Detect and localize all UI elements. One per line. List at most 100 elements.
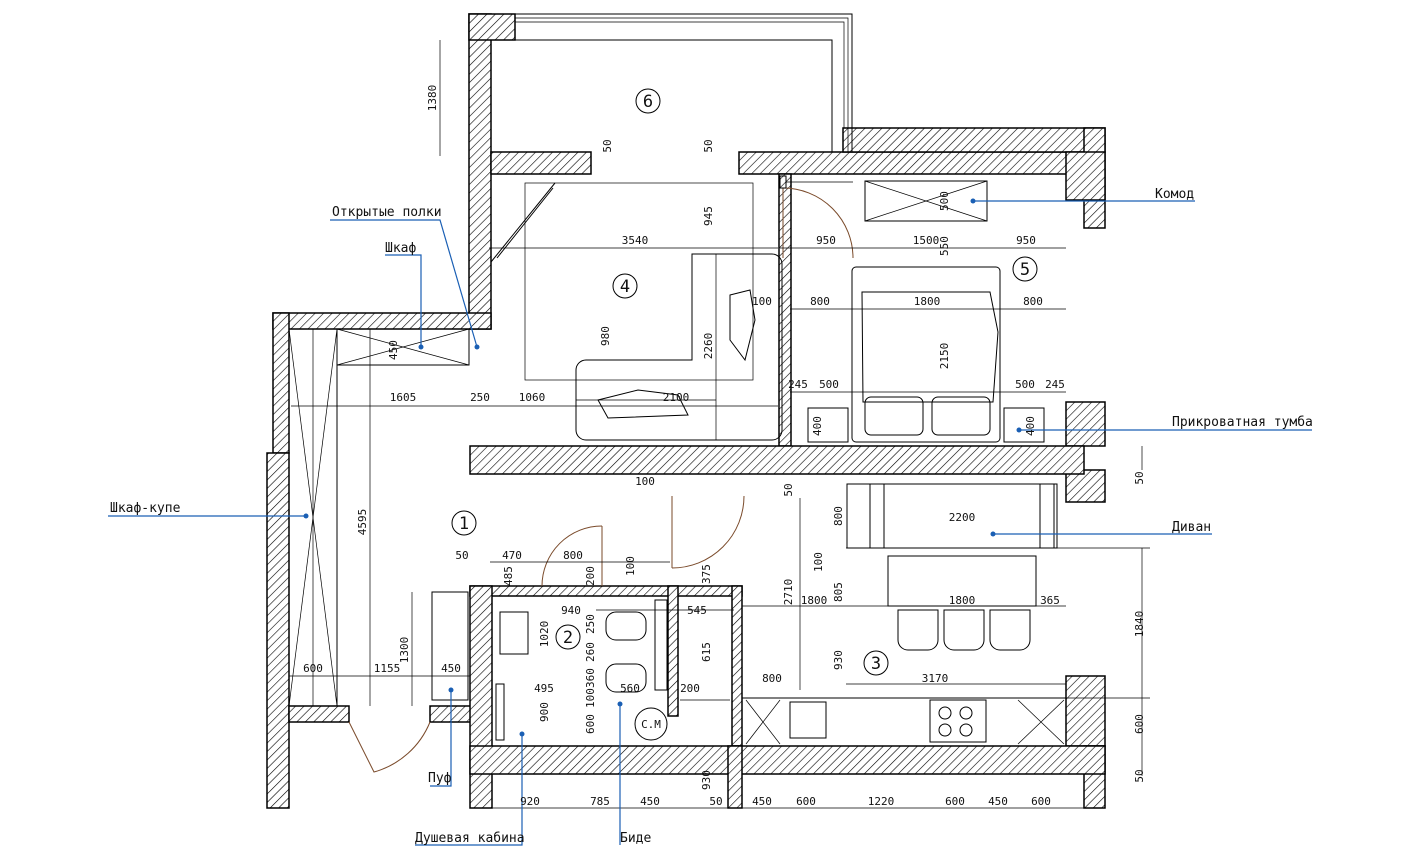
dim-365: 365 <box>1040 594 1060 607</box>
dim-hall-100: 100 <box>624 556 637 576</box>
dim-1605: 1605 <box>390 391 417 404</box>
dim-sofa-2200: 2200 <box>949 511 976 524</box>
dim-bottom-920: 920 <box>520 795 540 808</box>
room-4 <box>490 182 783 441</box>
dim-r3-50: 50 <box>782 483 795 496</box>
dim-bottom-600c: 600 <box>1031 795 1051 808</box>
dim-500-left: 500 <box>819 378 839 391</box>
room-number-1: 1 <box>459 514 469 534</box>
dim-hall-800: 800 <box>563 549 583 562</box>
room-1 <box>288 328 603 773</box>
dim-1300: 1300 <box>398 637 411 664</box>
dim-245-right: 245 <box>1045 378 1065 391</box>
dim-1500: 1500 <box>913 234 940 247</box>
dimension-text: 1380 50 50 945 3540 980 2260 2100 1060 2… <box>303 85 1146 808</box>
dim-kitchen-800: 800 <box>762 672 782 685</box>
dim-r3-600: 600 <box>1133 714 1146 734</box>
dim-100: 100 <box>752 295 772 308</box>
dim-bottom-1220: 1220 <box>868 795 895 808</box>
dim-bottom-450c: 450 <box>988 795 1008 808</box>
room-number-4: 4 <box>620 277 630 297</box>
dim-r3-1800-left: 1800 <box>801 594 828 607</box>
dim-545: 545 <box>687 604 707 617</box>
dim-945: 945 <box>702 206 715 226</box>
balcony <box>491 13 853 152</box>
dim-hall-200: 200 <box>584 566 597 586</box>
dim-bottom-785: 785 <box>590 795 610 808</box>
dim-b-600: 600 <box>584 714 597 734</box>
room-number-5: 5 <box>1020 260 1030 280</box>
furniture-labels: Открытые полки Шкаф Шкаф-купе Пуф Душева… <box>110 187 1313 846</box>
dim-550: 550 <box>938 236 951 256</box>
dim-2150: 2150 <box>938 343 951 370</box>
dim-4595: 4595 <box>356 509 369 536</box>
dim-balcony-wall-1: 50 <box>601 139 614 152</box>
dim-615: 615 <box>700 642 713 662</box>
dim-600: 600 <box>303 662 323 675</box>
dim-2100: 2100 <box>663 391 690 404</box>
room-2 <box>495 599 730 741</box>
dim-800-right: 800 <box>1023 295 1043 308</box>
dim-balcony-wall-2: 50 <box>702 139 715 152</box>
dim-bottom-600b: 600 <box>945 795 965 808</box>
dim-r3-100: 100 <box>812 552 825 572</box>
dim-bed-1800: 1800 <box>914 295 941 308</box>
dim-500-right: 500 <box>1015 378 1035 391</box>
dim-b-100: 100 <box>584 688 597 708</box>
dim-b-200: 200 <box>680 682 700 695</box>
dim-hall-50: 50 <box>455 549 468 562</box>
dim-470: 470 <box>502 549 522 562</box>
dim-wardrobe-450: 450 <box>387 340 400 360</box>
dim-r3-50b: 50 <box>1133 769 1146 782</box>
dim-wall-50: 50 <box>1133 471 1146 484</box>
room-number-2: 2 <box>563 628 573 648</box>
label-shower: Душевая кабина <box>415 831 525 846</box>
dim-930: 930 <box>832 650 845 670</box>
dim-bottom-930: 930 <box>700 770 713 790</box>
walls <box>266 13 1106 809</box>
label-pouf: Пуф <box>428 771 452 786</box>
dim-400-right: 400 <box>1024 416 1037 436</box>
dim-balcony-height: 1380 <box>426 85 439 112</box>
dim-250: 250 <box>470 391 490 404</box>
dim-1020: 1020 <box>538 621 551 648</box>
dim-room4-width: 3540 <box>622 234 649 247</box>
dim-bottom-450: 450 <box>640 795 660 808</box>
dim-2710: 2710 <box>782 579 795 606</box>
dim-245-left: 245 <box>788 378 808 391</box>
dim-950-left: 950 <box>816 234 836 247</box>
room-numbers: 6 4 5 1 2 3 <box>451 88 1038 676</box>
dim-pouf-450: 450 <box>441 662 461 675</box>
dim-b-260: 260 <box>584 642 597 662</box>
dim-door-100: 100 <box>635 475 655 488</box>
dim-bottom-450b: 450 <box>752 795 772 808</box>
room-3 <box>671 483 1067 747</box>
dim-b-250: 250 <box>584 614 597 634</box>
label-nightstand: Прикроватная тумба <box>1172 415 1313 430</box>
dim-485: 485 <box>502 566 515 586</box>
label-bidet: Биде <box>620 831 651 846</box>
dim-bottom-600: 600 <box>796 795 816 808</box>
leader-lines <box>108 198 1312 846</box>
dim-950-right: 950 <box>1016 234 1036 247</box>
dim-495: 495 <box>534 682 554 695</box>
label-open-shelves: Открытые полки <box>332 205 442 220</box>
label-wardrobe: Шкаф <box>385 241 416 256</box>
label-dresser: Комод <box>1155 187 1194 202</box>
dim-table-1800: 1800 <box>949 594 976 607</box>
washing-machine-label: С.М <box>641 718 661 731</box>
room-number-3: 3 <box>871 654 881 674</box>
dim-3170: 3170 <box>922 672 949 685</box>
dim-800-left: 800 <box>810 295 830 308</box>
dim-sofa-800: 800 <box>832 506 845 526</box>
label-sliding-wardrobe: Шкаф-купе <box>110 501 181 516</box>
dim-bottom-50: 50 <box>709 795 722 808</box>
dim-940: 940 <box>561 604 581 617</box>
dim-1840: 1840 <box>1133 611 1146 638</box>
dim-560: 560 <box>620 682 640 695</box>
dim-b-360: 360 <box>584 668 597 688</box>
dim-375: 375 <box>700 564 713 584</box>
dim-1060: 1060 <box>519 391 546 404</box>
dim-2260: 2260 <box>702 333 715 360</box>
room-number-6: 6 <box>643 92 653 112</box>
